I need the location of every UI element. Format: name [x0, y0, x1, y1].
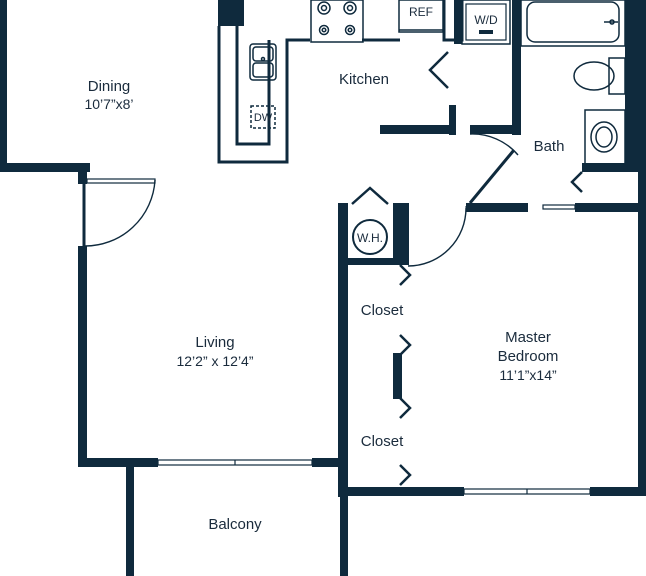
windows	[0, 29, 591, 495]
refrigerator-label: REF	[409, 5, 433, 19]
stove-icon	[310, 0, 364, 43]
room-master-bedroom-name-line1: Master	[505, 329, 551, 346]
dishwasher-label: DW	[254, 112, 273, 124]
room-dining-name: Dining	[88, 78, 131, 95]
dishwasher-icon: DW	[250, 105, 276, 129]
bath-sink-icon	[584, 109, 626, 165]
room-dining-size: 10’7”x8’	[84, 96, 133, 112]
room-balcony-name: Balcony	[208, 516, 262, 533]
kitchen-counter	[217, 0, 464, 164]
room-kitchen-name: Kitchen	[339, 71, 389, 88]
toilet-icon	[573, 57, 626, 95]
washer-dryer-icon: W/D	[461, 0, 511, 45]
bathtub-icon	[520, 0, 626, 47]
room-closet-upper-name: Closet	[361, 302, 404, 319]
room-living-name: Living	[195, 334, 234, 351]
room-living-size: 12’2” x 12’4”	[176, 353, 253, 369]
room-master-bedroom-name-line2: Bedroom	[498, 348, 559, 365]
water-heater-label: W.H.	[357, 231, 383, 245]
doors	[82, 51, 583, 486]
room-closet-lower-name: Closet	[361, 433, 404, 450]
washer-dryer-label: W/D	[474, 13, 498, 27]
sink-icon	[249, 43, 277, 81]
room-master-bedroom-size: 11’1”x14”	[499, 367, 557, 383]
refrigerator-icon: REF	[398, 0, 444, 33]
water-heater-icon: W.H.	[352, 219, 388, 255]
room-bath-name: Bath	[534, 138, 565, 155]
